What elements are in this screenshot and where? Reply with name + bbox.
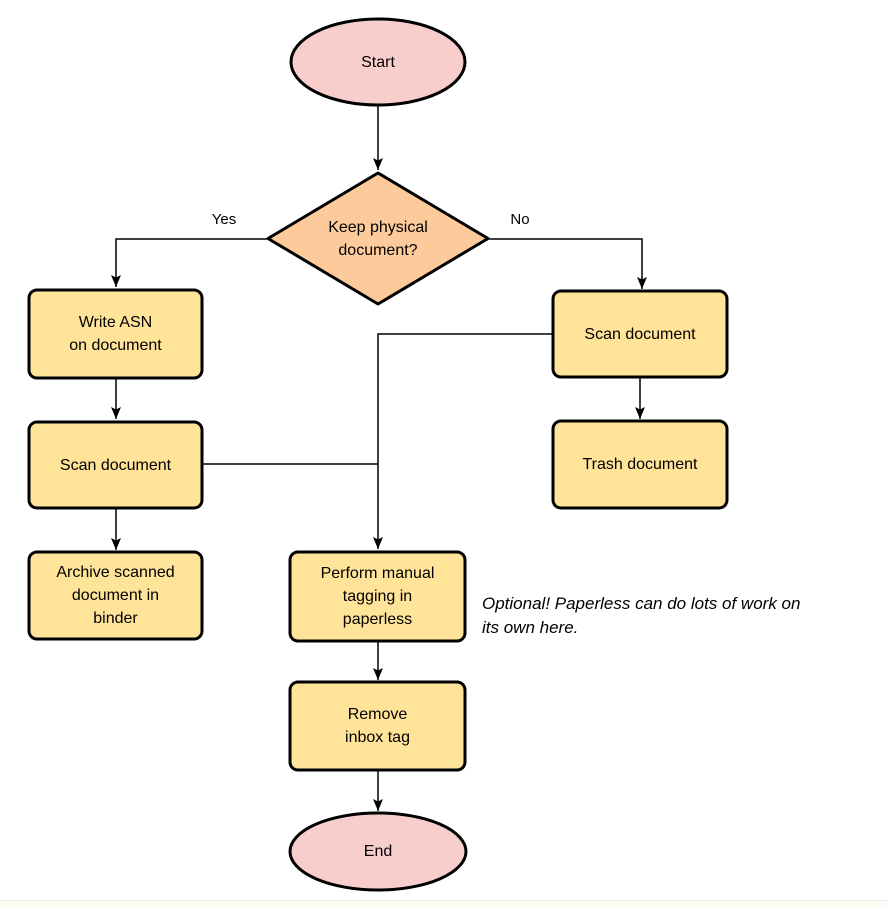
no-edge-label: No bbox=[510, 211, 530, 228]
start-terminal-shape bbox=[289, 17, 467, 107]
bottom-edge-strip bbox=[0, 900, 888, 907]
write-asn-box-shape bbox=[27, 288, 204, 380]
trash-box-shape bbox=[551, 419, 729, 510]
remove-inbox-box-shape bbox=[288, 680, 467, 772]
tagging-box-shape bbox=[288, 550, 467, 643]
archive-box-shape bbox=[27, 550, 204, 641]
edge-scan-right-to-tagging bbox=[373, 333, 552, 549]
edge-decision-no-to-scan-right bbox=[489, 238, 647, 289]
yes-edge-label: Yes bbox=[211, 211, 237, 228]
optional-annotation-note: Optional! Paperless can do lots of work … bbox=[482, 594, 801, 637]
end-terminal-shape bbox=[288, 811, 468, 892]
scan-document-left-box-shape bbox=[27, 420, 204, 510]
scan-document-right-box-shape bbox=[551, 289, 729, 379]
edge-decision-yes-to-write-asn bbox=[111, 238, 267, 287]
decision-diamond-shape bbox=[266, 171, 490, 306]
